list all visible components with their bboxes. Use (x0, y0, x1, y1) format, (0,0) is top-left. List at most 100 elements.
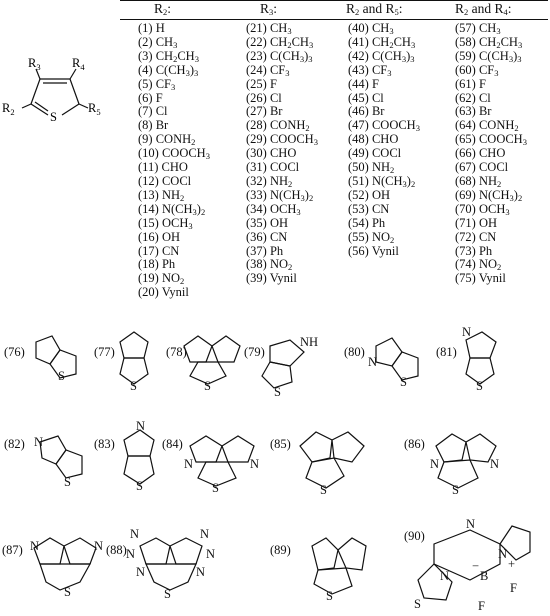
structure-86-n2: N (490, 457, 499, 471)
table-cell: (13) NH2 (138, 187, 185, 203)
table-cell: (21) CH3 (246, 21, 292, 36)
table-cell: (48) CHO (348, 132, 399, 147)
table-cell: (61) F (455, 76, 486, 91)
structure-label-82: (82) (4, 437, 25, 451)
table-cell: (9) CONH2 (138, 132, 196, 148)
table-cell: (54) Ph (348, 215, 386, 230)
table-cell: (37) Ph (246, 243, 284, 258)
structure-90-n3: N (440, 569, 449, 583)
structure-90-f1: F (510, 581, 517, 595)
table-cell: (25) F (246, 76, 277, 91)
table-cell: (23) C(CH3)3 (246, 48, 313, 64)
structure-90-f2: F (478, 599, 485, 613)
structure-82-s: S (64, 475, 71, 489)
column-r3: (21) CH3(22) CH2CH3(23) C(CH3)3(24) CF3(… (246, 21, 318, 286)
table-cell: (43) CF3 (348, 62, 392, 78)
table-cell: (1) H (138, 21, 165, 35)
structure-79-s: S (274, 385, 281, 399)
structure-83-n: N (136, 419, 145, 433)
structure-label-78: (78) (166, 345, 187, 359)
table-cell: (17) CN (138, 243, 180, 258)
table-cell: (26) Cl (246, 90, 282, 105)
structure-label-77: (77) (94, 345, 115, 359)
core-r2: R2 (2, 101, 15, 117)
table-cell: (38) NO2 (246, 257, 293, 273)
column-r2: (1) H(2) CH3(3) CH2CH3(4) C(CH3)3(5) CF3… (138, 21, 210, 300)
table-cell: (67) COCl (455, 160, 509, 175)
structure-87-s: S (64, 585, 71, 599)
table-cell: (70) OCH3 (455, 201, 510, 217)
structure-86-n1: N (430, 457, 439, 471)
table-cell: (73) Ph (455, 243, 493, 258)
structure-label-88: (88) (106, 543, 127, 557)
structure-83-s: S (136, 479, 143, 493)
table-cell: (3) CH2CH3 (138, 48, 199, 64)
table-cell: (19) NO2 (138, 271, 185, 287)
structure-label-89: (89) (270, 543, 291, 557)
table-cell: (2) CH3 (138, 34, 178, 50)
table-cell: (47) COOCH3 (348, 118, 420, 134)
structure-90-s: S (414, 597, 421, 611)
table-cell: (36) CN (246, 229, 288, 244)
table-cell: (22) CH2CH3 (246, 34, 314, 50)
table-cell: (18) Ph (138, 257, 176, 272)
structure-label-81: (81) (436, 345, 457, 359)
structures: (76) S (77) S (78) S (79) NH S (80) N S … (2, 325, 531, 613)
header-r2-r5: R2 and R5: (346, 1, 403, 17)
structure-80-n: N (368, 355, 377, 369)
table-cell: (35) OH (246, 215, 289, 230)
table-cell: (74) NO2 (455, 257, 502, 273)
structure-77-s: S (130, 379, 137, 393)
table-cell: (65) COOCH3 (455, 132, 527, 148)
table-cell: (57) CH3 (455, 21, 501, 36)
table-header-rule (120, 19, 548, 20)
core-r4: R4 (72, 56, 85, 72)
structure-80-s: S (400, 375, 407, 389)
table-cell: (63) Br (455, 104, 492, 119)
table-cell: (16) OH (138, 229, 181, 244)
structure-88-n1: N (130, 527, 139, 541)
table-cell: (4) C(CH3)3 (138, 62, 199, 78)
table-top-rule (120, 0, 548, 1)
table-cell: (53) CN (348, 201, 390, 216)
table-cell: (68) NH2 (455, 173, 502, 189)
structure-79-nh: NH (300, 335, 318, 349)
structure-87-n2: N (94, 539, 103, 553)
structure-label-76: (76) (4, 345, 25, 359)
structure-88-s: S (164, 587, 171, 601)
structure-88-n3: N (136, 565, 145, 579)
structure-84-s: S (212, 481, 219, 495)
table-cell: (71) OH (455, 215, 498, 230)
table-cell: (7) Cl (138, 104, 168, 119)
structure-label-85: (85) (270, 437, 291, 451)
header-r2: R2: (154, 1, 172, 17)
structure-90-n1: N (466, 517, 475, 531)
table-cell: (58) CH2CH3 (455, 34, 523, 50)
header-r3: R3: (260, 1, 278, 17)
structure-label-80: (80) (344, 345, 365, 359)
table-cell: (42) C(CH3)3 (348, 48, 415, 64)
table-cell: (49) COCl (348, 146, 402, 161)
structure-88-n4: N (200, 527, 209, 541)
structure-84-n1: N (184, 457, 193, 471)
table-cell: (8) Br (138, 118, 169, 133)
table-cell: (32) NH2 (246, 173, 293, 189)
table-cell: (75) Vynil (455, 271, 506, 286)
structure-90-n2: N (498, 547, 507, 561)
table-cell: (31) COCl (246, 160, 300, 175)
structure-label-84: (84) (162, 437, 183, 451)
table-cell: (15) OCH3 (138, 215, 193, 231)
structure-label-87: (87) (2, 543, 23, 557)
structure-81-s: S (476, 379, 483, 393)
structure-89-s: S (326, 589, 333, 603)
structure-label-86: (86) (404, 437, 425, 451)
table-cell: (40) CH3 (348, 21, 394, 36)
core-r5: R5 (88, 101, 101, 117)
table-cell: (34) OCH3 (246, 201, 301, 217)
table-cell: (66) CHO (455, 146, 506, 161)
table-cell: (39) Vynil (246, 271, 297, 286)
structure-label-83: (83) (94, 437, 115, 451)
core-r3: R3 (28, 56, 41, 72)
structure-label-90: (90) (404, 529, 425, 543)
header-r2-r4: R2 and R4: (455, 1, 512, 17)
